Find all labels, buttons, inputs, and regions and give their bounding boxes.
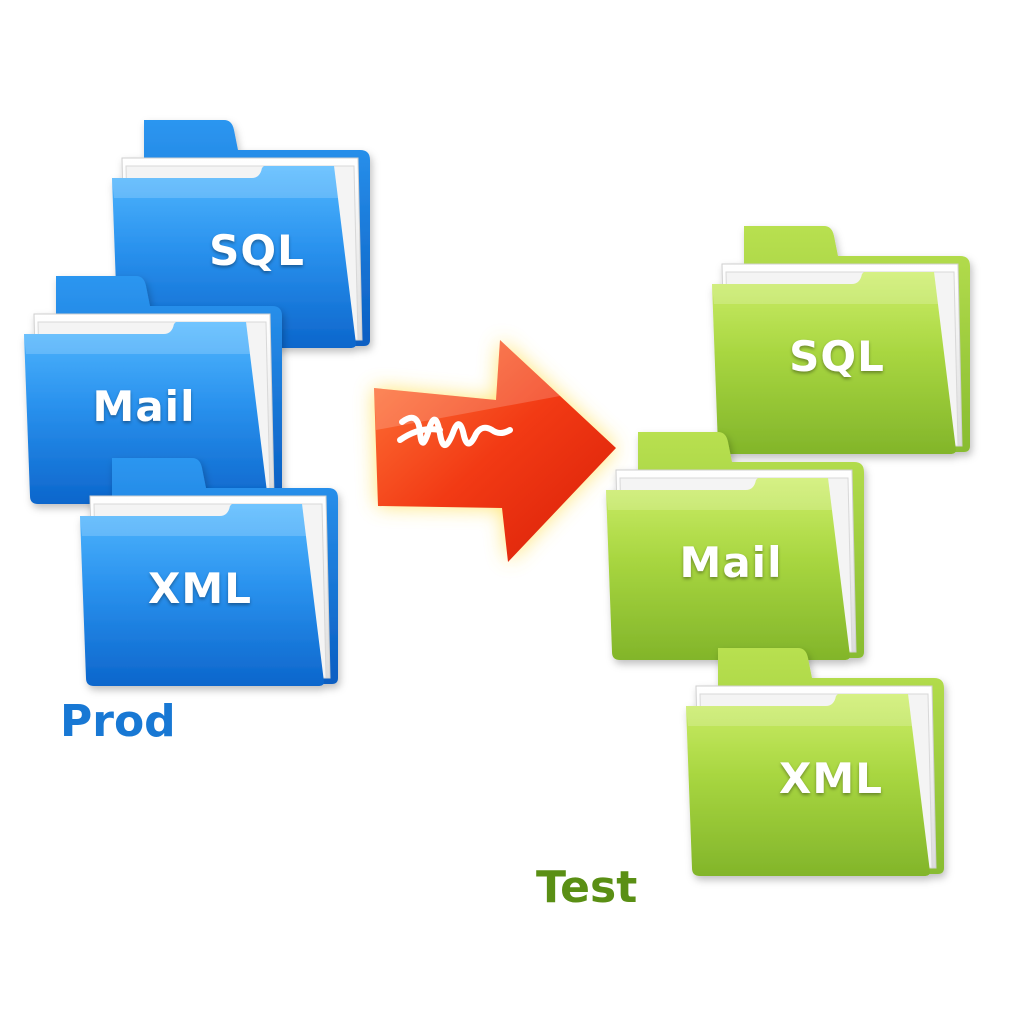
folder-label-mail: Mail	[92, 382, 196, 431]
folder-icon	[606, 432, 864, 660]
folder-label-mail: Mail	[679, 538, 783, 587]
test-label: Test	[536, 862, 638, 913]
folder-icon	[24, 276, 282, 504]
folder-icon	[686, 648, 944, 876]
prod-folder-xml: XML	[80, 456, 340, 686]
signature-icon	[397, 414, 513, 448]
transfer-arrow	[360, 330, 630, 580]
arrow-right-icon	[374, 340, 616, 562]
prod-label: Prod	[60, 696, 176, 747]
prod-folder-mail: Mail	[24, 274, 284, 504]
folder-icon	[112, 120, 370, 348]
prod-folder-sql: SQL	[112, 118, 372, 348]
folder-label-xml: XML	[148, 564, 252, 613]
folder-icon	[80, 458, 338, 686]
folder-label-sql: SQL	[209, 226, 305, 275]
folder-label-xml: XML	[779, 754, 883, 803]
folder-icon	[712, 226, 970, 454]
test-folder-xml: XML	[686, 646, 946, 876]
test-folder-mail: Mail	[606, 430, 866, 660]
folder-label-sql: SQL	[789, 332, 885, 381]
test-folder-sql: SQL	[712, 224, 972, 454]
